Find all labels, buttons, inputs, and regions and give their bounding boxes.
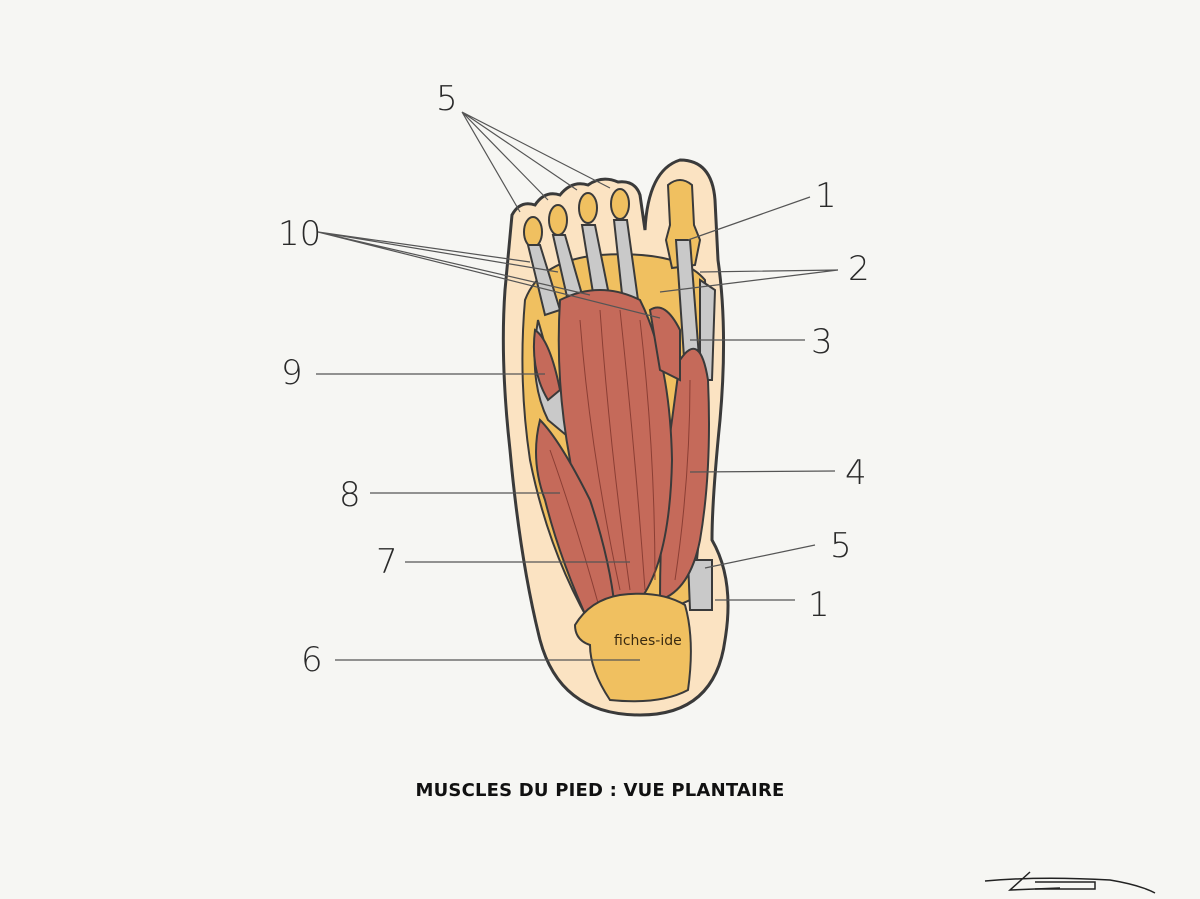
label-1-top: 1 [815,176,837,216]
label-10: 10 [278,214,321,254]
label-4: 4 [845,453,867,493]
label-3: 3 [811,322,833,362]
signature [984,871,1156,894]
muscle-fibers [549,309,691,611]
label-8: 8 [339,475,361,515]
flexor-hallucis-brevis [648,306,681,382]
label-6: 6 [301,640,323,680]
watermark: fiches-ide [614,633,682,649]
label-9: 9 [281,353,303,393]
label-1-bottom: 1 [808,585,830,625]
label-5-top: 5 [436,79,458,119]
label-7: 7 [376,542,398,582]
flexor-digiti-minimi [532,328,562,402]
leader-lines [316,111,839,661]
calcaneus [573,592,692,703]
label-5-bottom: 5 [830,526,852,566]
diagram-title: MUSCLES DU PIED : VUE PLANTAIRE [415,780,785,801]
label-2: 2 [848,249,870,289]
muscles [532,289,710,627]
